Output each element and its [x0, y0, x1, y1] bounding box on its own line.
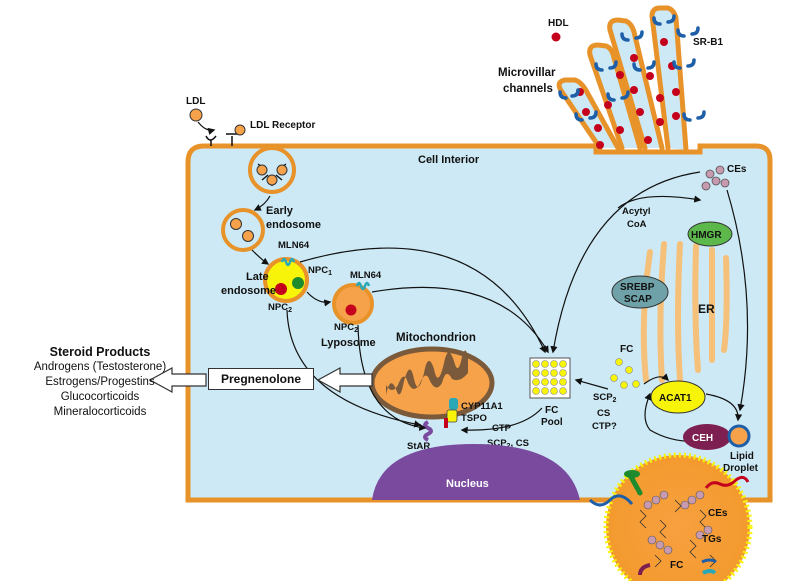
acytyl-label-2: CoA — [627, 219, 647, 230]
lyposome-label: Lyposome — [321, 337, 376, 349]
small-lipid-droplet — [727, 424, 751, 448]
npc2b-sub: 2 — [354, 327, 358, 334]
er-label: ER — [698, 302, 715, 316]
npc2-red — [275, 283, 287, 295]
ldl-receptor-on-membrane — [205, 133, 238, 146]
sr-b1-receptors — [558, 14, 706, 122]
lipid-label-2: Droplet — [723, 463, 759, 474]
ldl-receptor-label: LDL Receptor — [250, 120, 315, 131]
hmgr-label: HMGR — [691, 230, 722, 241]
ld-fc-label: FC — [670, 560, 683, 571]
pregnenolone-to-steroids-arrow — [148, 366, 207, 394]
steroid-products-title: Steroid Products — [49, 345, 151, 359]
cyp11a1-label: CYP11A1 — [461, 401, 503, 412]
fc-dots — [610, 358, 640, 389]
lyposome — [332, 283, 374, 325]
late-endosome-label-2: endosome — [221, 285, 276, 297]
npc1-green — [292, 277, 304, 289]
mln64-b-label: MLN64 — [350, 270, 382, 281]
scp2-label: SCP — [593, 392, 613, 403]
npc2-sub: 2 — [288, 307, 292, 314]
mito-to-pregnenolone-arrow — [316, 366, 373, 394]
nucleus — [372, 444, 580, 500]
npc1-sub: 1 — [328, 270, 332, 277]
hmgr-protein — [687, 221, 733, 247]
early-endosome-label-2: endosome — [266, 219, 321, 231]
mln64-a-squiggle — [280, 257, 296, 267]
ldl-label: LDL — [186, 96, 205, 107]
mln64-a-label: MLN64 — [278, 240, 310, 251]
endoplasmic-reticulum — [640, 241, 730, 383]
acytyl-label-1: Acytyl — [622, 206, 651, 217]
large-lipid-droplet — [588, 452, 753, 586]
fc-label: FC — [620, 344, 633, 355]
steroid-products-list: Steroid Products Androgens (Testosterone… — [10, 345, 190, 420]
ceh-protein — [683, 424, 731, 450]
pregnenolone-box: Pregnenolone — [208, 368, 314, 390]
early-endosome-label-1: Early — [266, 205, 294, 217]
npc2b-label: NPC — [334, 322, 354, 333]
ld-ces-label: CEs — [708, 508, 728, 519]
ldl-particle — [189, 108, 203, 122]
late-endosome-label-1: Late — [246, 271, 269, 283]
cell-interior-label: Cell Interior — [418, 154, 480, 166]
coated-pit — [248, 146, 296, 194]
nucleus-label: Nucleus — [446, 478, 489, 490]
svg-text:SCP2: SCP2 — [593, 392, 617, 404]
tspo-label: TSPO — [461, 413, 487, 424]
acat1-label: ACAT1 — [659, 393, 692, 404]
lipid-label-1: Lipid — [730, 451, 754, 462]
ces-top-label: CEs — [727, 164, 747, 175]
ctp-q-label: CTP? — [592, 421, 617, 432]
mito-cristae — [386, 350, 468, 395]
tspo-marker — [446, 409, 458, 423]
ctp-a-label: CTP — [492, 423, 512, 434]
npc1-label: NPC — [308, 265, 328, 276]
cell-membrane — [185, 143, 773, 503]
fc-pool-label-1: FC — [545, 405, 558, 416]
mitochondrion-label: Mitochondrion — [396, 332, 476, 344]
scp2-cs-a-label: SCP — [487, 438, 507, 449]
svg-text:NPC1: NPC1 — [308, 265, 332, 277]
scp2-sub: 2 — [613, 397, 617, 404]
fc-pool-label-2: Pool — [541, 417, 563, 428]
hdl-particles — [551, 32, 680, 149]
svg-text:NPC2: NPC2 — [334, 322, 358, 334]
steroid-item: Estrogens/Progestins — [45, 376, 155, 388]
hdl-label: HDL — [548, 18, 569, 29]
steroid-item: Androgens (Testosterone) — [33, 361, 167, 373]
scp2-cs-a-tail: , CS — [510, 438, 528, 449]
microvillar-label-1: Microvillar — [498, 67, 556, 79]
srebp-scap-protein — [611, 275, 669, 309]
srebp-label: SREBP — [620, 282, 655, 293]
scap-label: SCAP — [624, 294, 652, 305]
cs-label: CS — [597, 408, 610, 419]
microvillar-label-2: channels — [503, 83, 553, 95]
cyp11a1-marker — [449, 398, 458, 410]
sr-b1-label: SR-B1 — [693, 37, 723, 48]
svg-text:NPC2: NPC2 — [268, 302, 292, 314]
ld-tgs-label: TGs — [702, 534, 722, 545]
star-label: StAR — [407, 441, 430, 452]
ceh-label: CEH — [692, 433, 713, 444]
ces-cluster — [701, 165, 730, 191]
mln64-b-squiggle — [355, 281, 371, 291]
early-endosome — [221, 208, 265, 252]
steroid-item: Mineralocorticoids — [53, 406, 147, 418]
npc2-label: NPC — [268, 302, 288, 313]
fc-pool-dots — [532, 360, 567, 395]
steroid-item: Glucocorticoids — [60, 391, 140, 403]
